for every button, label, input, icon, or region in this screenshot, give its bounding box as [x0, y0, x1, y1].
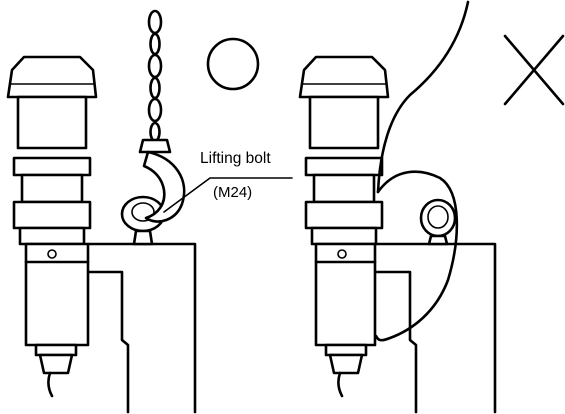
incorrect-mark-cross — [503, 34, 565, 106]
lifting-bolt-right — [419, 198, 457, 246]
spindle-unit-left — [6, 55, 98, 398]
equipment-body-left — [86, 242, 197, 414]
lifting-bolt-label: Lifting bolt — [200, 150, 271, 167]
spindle-unit-right — [298, 55, 390, 398]
lifting-bolt-callout: Lifting bolt (M24) — [163, 150, 293, 213]
correct-mark-circle — [206, 37, 260, 91]
bolt-size-label: (M24) — [213, 184, 252, 201]
correct-method-panel: Lifting bolt (M24) — [6, 9, 293, 414]
wrapped-lifting-cable — [374, 0, 470, 342]
lifting-chain — [147, 9, 163, 143]
equipment-body-right — [373, 242, 497, 414]
incorrect-method-panel — [298, 0, 497, 414]
